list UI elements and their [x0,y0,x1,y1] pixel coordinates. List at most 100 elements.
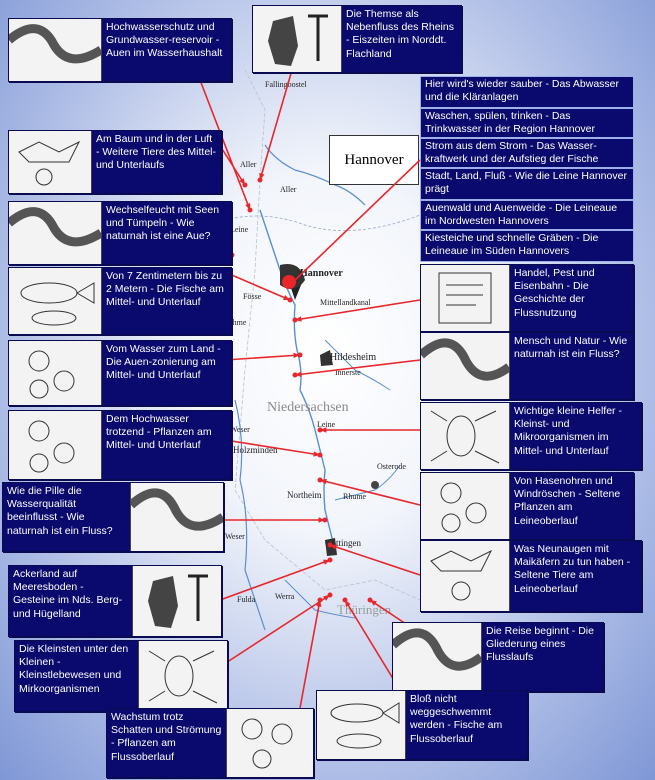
map-label-innerste: Innerste [335,368,361,377]
map-location-dot [287,282,293,288]
flower-icon [9,341,102,405]
topic-box-left[interactable]: Von 7 Zentimetern bis zu 2 Metern - Die … [8,267,232,335]
map-location-dot [317,427,323,433]
topic-box-text: Handel, Pest und Eisenbahn - Die Geschic… [510,265,633,331]
connector-arrowhead [318,517,325,523]
microorganism-icon [138,641,227,711]
topic-box-text: Was Neunaugen mit Maikäfern zu tun haben… [510,541,641,611]
topic-box-left[interactable]: Ackerland auf Meeresboden - Gesteine im … [8,565,222,637]
map-label-weser-2: Weser [225,532,245,541]
topic-box-right[interactable]: Handel, Pest und Eisenbahn - Die Geschic… [420,264,634,332]
hannover-topic-bar[interactable]: Waschen, spülen, trinken - Das Trinkwass… [420,108,634,138]
map-label-aller-1: Aller [240,160,257,169]
topic-box-text: Bloß nicht weggeschwemmt werden - Fische… [406,691,527,759]
hannover-topic-bar[interactable]: Stadt, Land, Fluß - Wie die Leine Hannov… [420,168,634,200]
topic-box-left[interactable]: Wie die Pille die Wasserqualität beeinfl… [2,482,224,552]
flower-icon [421,473,510,539]
flower-icon [226,709,313,777]
fish-icon [9,268,102,334]
topic-box-text: Hochwasserschutz und Grundwasser-reservo… [102,19,231,81]
map-label-northeim: Northeim [287,490,322,500]
topic-box-text: Ackerland auf Meeresboden - Gesteine im … [9,566,132,636]
topic-box-left[interactable]: Am Baum und in der Luft - Weitere Tiere … [8,130,222,194]
map-location-dot [322,517,328,523]
map: Fallingbostel Aller Aller Leine Hannover… [224,69,421,631]
topic-box-right[interactable]: Die Reise beginnt - Die Gliederung eines… [392,622,604,692]
hannover-topic-bar[interactable]: Auenwald und Auenweide - Die Leineaue im… [420,200,634,230]
topic-box-left[interactable]: Wachstum trotz Schatten und Strömung - P… [106,708,314,778]
map-label-goettingen: Göttingen [325,538,361,548]
map-location-dot [367,597,373,603]
connector-arrow [289,159,421,286]
topic-box-text: Dem Hochwasser trotzend - Pflanzen am Mi… [102,411,231,479]
map-label-hildesheim: Hildesheim [330,352,377,363]
map-location-dot [327,557,333,563]
connector-arrow [329,544,421,576]
map-location-dot [257,177,263,183]
connector-arrow [294,299,421,321]
hannover-topic-bar[interactable]: Hier wird's wieder sauber - Das Abwasser… [420,76,634,108]
connector-arrow [299,599,321,709]
connector-arrowhead [320,427,327,433]
topic-box-right[interactable]: Von Hasenohren und Windröschen - Seltene… [420,472,634,540]
topic-box-right[interactable]: Die Themse als Nebenfluss des Rheins - E… [252,5,462,73]
topic-box-left[interactable]: Hochwasserschutz und Grundwasser-reservo… [8,18,232,82]
connector-arrowhead [295,371,302,377]
connector-arrow [199,79,251,211]
hannover-topic-bar[interactable]: Strom aus dem Strom - Das Wasser-kraftwe… [420,138,634,168]
topic-box-left[interactable]: Vom Wasser zum Land - Die Auen-zonierung… [8,340,232,406]
topic-box-text: Wechselfeucht mit Seen und Tümpeln - Wie… [102,202,231,264]
river-icon [9,19,102,81]
map-label-niedersachsen: Niedersachsen [267,400,349,415]
topic-box-text: Wachstum trotz Schatten und Strömung - P… [107,709,226,777]
topic-box-right[interactable]: Wichtige kleine Helfer - Kleinst- und Mi… [420,402,642,470]
map-label-leine-1: Leine [230,225,249,234]
map-label-fallingbostel: Fallingbostel [265,80,307,89]
map-location-dot [327,542,333,548]
connector-arrow [319,479,421,506]
river-icon [393,623,482,691]
hannover-badge[interactable]: Hannover [329,135,419,185]
map-location-dot [292,317,298,323]
map-location-dot [247,207,253,213]
topic-box-left[interactable]: Wechselfeucht mit Seen und Tümpeln - Wie… [8,201,232,265]
map-location-dot [317,452,323,458]
map-label-werra: Werra [275,592,295,601]
hannover-badge-label: Hannover [344,151,404,168]
topic-box-right[interactable]: Was Neunaugen mit Maikäfern zu tun haben… [420,540,642,612]
map-location-dot [292,372,298,378]
topic-box-text: Vom Wasser zum Land - Die Auen-zonierung… [102,341,231,405]
connector-arrow [224,439,321,456]
river-icon [130,483,223,551]
connector-arrow [294,359,421,376]
map-label-aller-2: Aller [280,185,297,194]
topic-box-text: Die Kleinsten unter den Kleinen - Kleins… [15,641,138,711]
topic-box-text: Die Themse als Nebenfluss des Rheins - E… [342,6,461,72]
map-label-hannover: Hannover [300,268,343,279]
connector-arrow [224,354,301,361]
map-location-dot [342,597,348,603]
map-location-dot [297,352,303,358]
map-label-fulda: Fulda [237,595,256,604]
bat-frog-icon [421,541,510,611]
fish-icon [317,691,406,759]
topic-box-text: Mensch und Natur - Wie naturnah ist ein … [510,333,633,399]
topic-box-left[interactable]: Dem Hochwasser trotzend - Pflanzen am Mi… [8,410,232,480]
hannover-topic-bar[interactable]: Kiesteiche und schnelle Gräben - Die Lei… [420,230,634,262]
topic-box-right[interactable]: Bloß nicht weggeschwemmt werden - Fische… [316,690,528,760]
river-icon [421,333,510,399]
map-location-dot [327,592,333,598]
topic-box-text: Von Hasenohren und Windröschen - Seltene… [510,473,633,539]
map-label-leine-2: Leine [317,420,336,429]
map-label-rhume: Rhume [343,492,367,501]
microorganism-icon [421,403,510,469]
map-location-dot [317,597,323,603]
connector-arrow [344,599,401,691]
topic-box-left[interactable]: Die Kleinsten unter den Kleinen - Kleins… [14,640,228,712]
topic-box-text: Von 7 Zentimetern bis zu 2 Metern - Die … [102,268,231,334]
map-label-osterode: Osterode [377,462,406,471]
scroll-icon [421,265,510,331]
map-label-ihme: Ihme [230,318,247,327]
topic-box-right[interactable]: Mensch und Natur - Wie naturnah ist ein … [420,332,634,400]
map-location-dot [317,477,323,483]
